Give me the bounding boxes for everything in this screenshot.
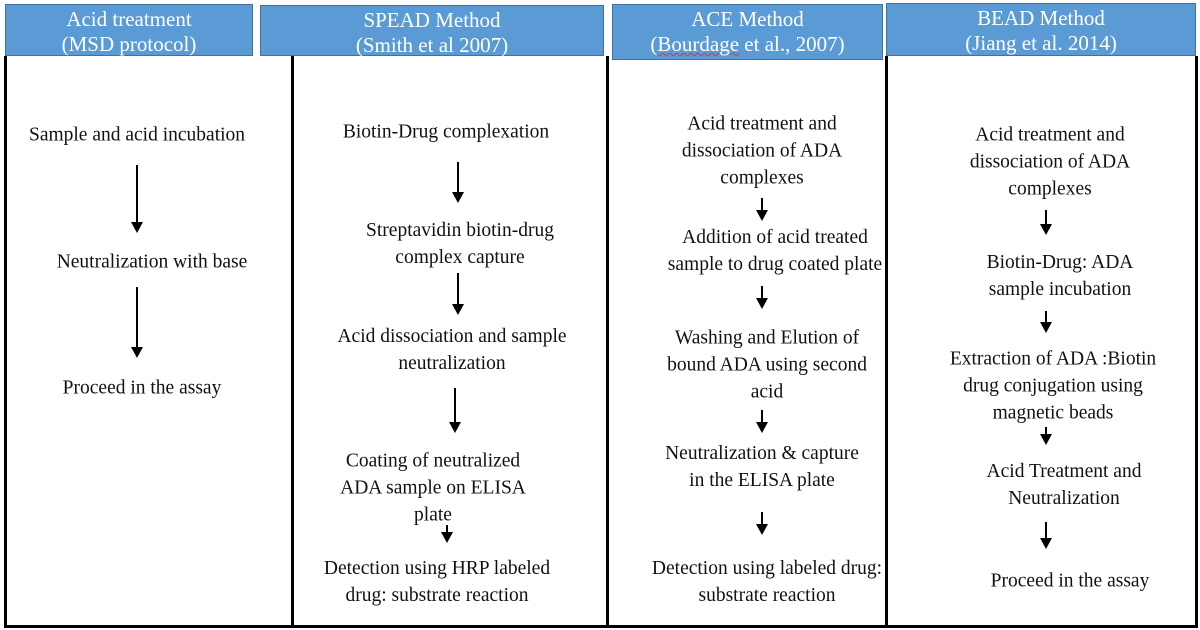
step-line: acid: [750, 381, 784, 403]
step-text: Sample and acid incubation: [29, 122, 245, 149]
down-arrow-icon: [1040, 522, 1052, 549]
step-line: sample to drug coated plate: [667, 253, 883, 275]
step-text: Proceed in the assay: [63, 375, 222, 402]
step-line: Neutralization: [1008, 487, 1120, 509]
header-title: ACE Method: [691, 7, 804, 31]
step-line: Biotin-Drug complexation: [342, 121, 550, 143]
column-box-bead: [885, 56, 1198, 628]
step-line: Proceed in the assay: [990, 570, 1150, 592]
step-text: Acid treatment and dissociation of ADA com…: [970, 122, 1130, 203]
step-text: Acid treatment and dissociation of ADA com…: [682, 111, 842, 192]
step-line: Neutralization with base: [56, 251, 248, 273]
step-line: bound ADA using second: [667, 354, 867, 376]
down-arrow-icon: [131, 287, 143, 358]
down-arrow-icon: [131, 165, 143, 233]
step-text: Streptavidin biotin-drug complex capture: [366, 217, 554, 271]
step-line: Washing and Elution of: [674, 327, 860, 349]
step-line: plate: [414, 504, 452, 526]
step-line: complex capture: [395, 246, 525, 268]
step-line: Addition of acid treated: [682, 226, 868, 248]
step-line: Streptavidin biotin-drug: [366, 219, 554, 241]
step-line: Acid treatment and: [687, 113, 837, 135]
step-line: Extraction of ADA :Biotin: [949, 348, 1157, 370]
down-arrow-icon: [1040, 311, 1052, 333]
step-text: Detection using labeled drug: substrate r…: [652, 555, 882, 609]
header-ace: ACE Method(Bourdage et al., 2007): [612, 4, 883, 60]
step-text: Addition of acid treated sample to drug c…: [668, 224, 882, 278]
down-arrow-icon: [452, 162, 464, 203]
step-line: Sample and acid incubation: [28, 124, 246, 146]
column-box-spead: [291, 56, 609, 628]
step-text: Biotin-Drug complexation: [343, 119, 549, 146]
step-text: Detection using HRP labeled drug: substra…: [324, 555, 550, 609]
header-subtitle: (Jiang et al. 2014): [965, 31, 1117, 55]
down-arrow-icon: [449, 388, 461, 433]
step-line: dissociation of ADA: [969, 151, 1131, 173]
step-text: Neutralization & capture in the ELISA pla…: [665, 440, 859, 494]
down-arrow-icon: [756, 286, 768, 309]
step-line: sample incubation: [988, 278, 1132, 300]
column-box-ace: [606, 56, 888, 628]
step-line: complexes: [720, 167, 804, 189]
step-text: Extraction of ADA :Biotin drug conjugatio…: [950, 346, 1156, 427]
step-line: drug conjugation using: [963, 375, 1143, 397]
step-text: Acid dissociation and sample neutralizati…: [337, 323, 566, 377]
header-subtitle: (Bourdage et al., 2007): [650, 32, 845, 56]
down-arrow-icon: [1040, 427, 1052, 445]
step-text: Neutralization with base: [57, 249, 248, 276]
step-line: Acid treatment and: [975, 124, 1125, 146]
down-arrow-icon: [452, 273, 464, 315]
step-line: Coating of neutralized: [345, 450, 521, 472]
step-line: drug: substrate reaction: [345, 584, 529, 606]
header-title: Acid treatment: [66, 7, 192, 31]
step-line: Biotin-Drug: ADA: [986, 251, 1134, 273]
header-subtitle: (Smith et al 2007): [355, 33, 509, 57]
header-spead: SPEAD Method(Smith et al 2007): [260, 5, 604, 57]
down-arrow-icon: [756, 410, 768, 433]
down-arrow-icon: [441, 525, 453, 543]
header-bead: BEAD Method(Jiang et al. 2014): [886, 3, 1196, 56]
step-line: magnetic beads: [992, 402, 1114, 424]
header-acid: Acid treatment(MSD protocol): [5, 4, 253, 56]
step-line: ADA sample on ELISA: [340, 477, 526, 499]
step-line: complexes: [1008, 178, 1092, 200]
header-subtitle: (MSD protocol): [61, 32, 197, 56]
step-text: Biotin-Drug: ADA sample incubation: [987, 249, 1134, 303]
step-line: dissociation of ADA: [681, 140, 843, 162]
header-title: SPEAD Method: [363, 8, 501, 32]
step-line: in the ELISA plate: [689, 469, 835, 491]
step-line: Acid dissociation and sample: [337, 325, 567, 347]
step-text: Proceed in the assay: [991, 568, 1150, 595]
column-box-acid: [4, 56, 294, 628]
down-arrow-icon: [756, 512, 768, 535]
step-line: substrate reaction: [698, 584, 836, 606]
step-line: Detection using labeled drug:: [651, 557, 883, 579]
step-line: Detection using HRP labeled: [323, 557, 551, 579]
down-arrow-icon: [1040, 210, 1052, 235]
step-line: Neutralization & capture: [665, 442, 859, 464]
header-title: BEAD Method: [977, 6, 1105, 30]
step-line: Acid Treatment and: [986, 460, 1142, 482]
step-line: neutralization: [398, 352, 506, 374]
step-text: Washing and Elution of bound ADA using se…: [667, 325, 867, 406]
down-arrow-icon: [756, 198, 768, 221]
step-line: Proceed in the assay: [62, 377, 222, 399]
